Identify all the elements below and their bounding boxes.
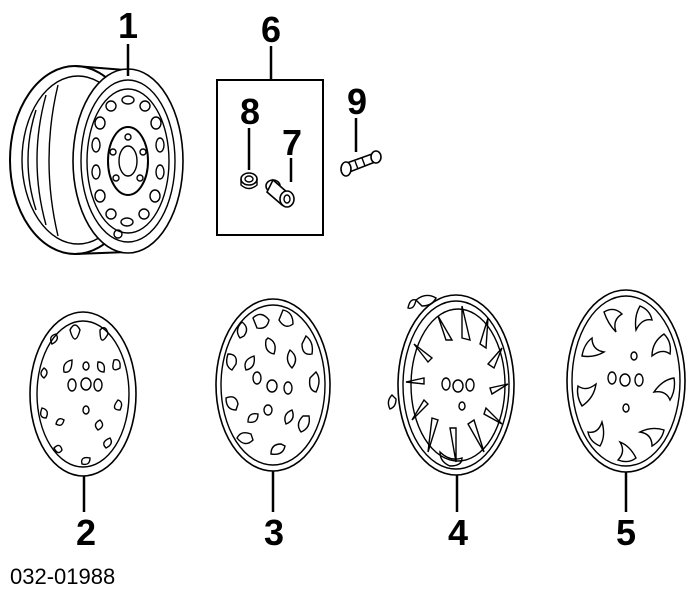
- callout-8: 8: [240, 91, 260, 132]
- valve-stem-kit-box: [216, 79, 324, 236]
- wheel-cover-rounded-slots: [215, 298, 331, 472]
- wheel-weight-bolt: [340, 150, 382, 177]
- wheel-cover-spoked-clip-on: [387, 294, 515, 476]
- diagram-code: 032-01988: [10, 564, 115, 589]
- valve-stem: [265, 178, 295, 208]
- wheel-cover-8-slot-oval: [29, 311, 137, 477]
- callout-6: 6: [261, 9, 281, 50]
- steel-wheel: [9, 65, 184, 255]
- leader-lines: [82, 44, 628, 512]
- callout-7: 7: [282, 122, 302, 163]
- callout-9: 9: [347, 81, 367, 122]
- callout-4: 4: [448, 512, 468, 553]
- callout-2: 2: [76, 512, 96, 553]
- callout-1: 1: [118, 5, 138, 46]
- callout-3: 3: [264, 512, 284, 553]
- valve-cap: [240, 172, 258, 190]
- callout-5: 5: [616, 512, 636, 553]
- wheel-cover-crescent-slots: [566, 289, 686, 473]
